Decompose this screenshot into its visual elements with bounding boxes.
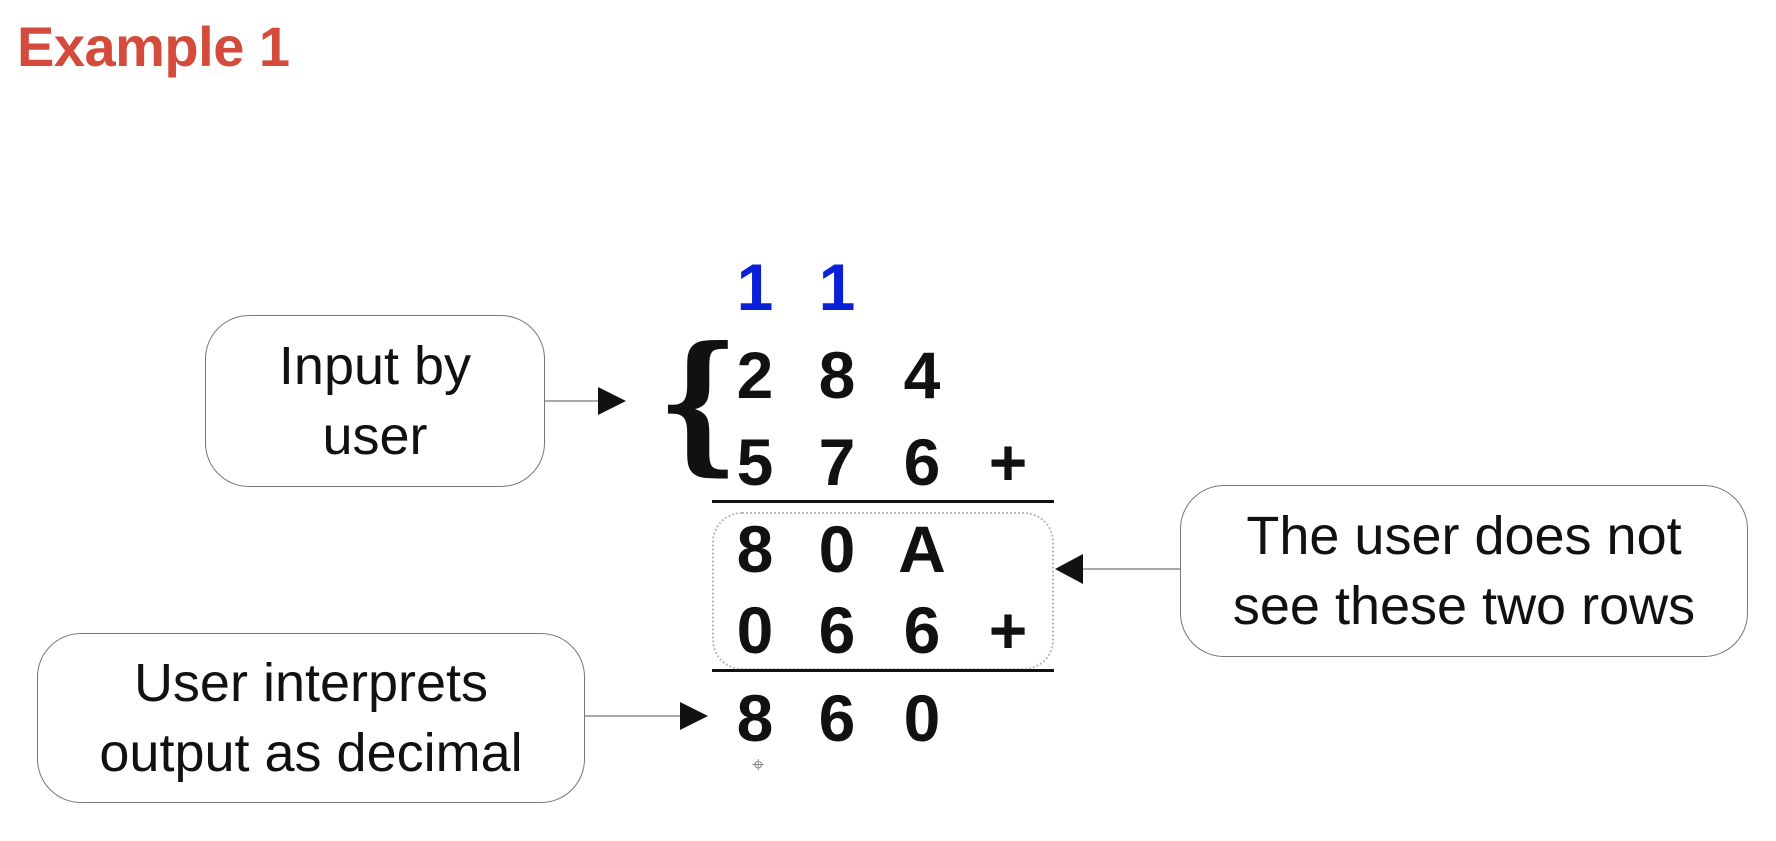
hidden-digit: 6 — [818, 593, 856, 667]
input-arrow-head — [598, 387, 626, 415]
cursor-icon: ⌖ — [752, 752, 765, 777]
hidden-digit: 0 — [736, 593, 774, 667]
output-interpretation-callout: User interprets output as decimal — [37, 633, 585, 803]
slide-title: Example 1 — [17, 15, 290, 78]
input-digit: 7 — [818, 425, 856, 499]
hidden-arrow-head — [1055, 554, 1083, 584]
callout-line: The user does not — [1246, 506, 1682, 566]
hidden-digit: A — [898, 512, 946, 586]
callout-line: output as decimal — [99, 723, 523, 783]
input-digit: 5 — [736, 425, 774, 499]
input-digit: 6 — [903, 425, 941, 499]
input-digit: 8 — [818, 338, 856, 412]
plus-sign: + — [988, 425, 1028, 499]
hidden-digit: 0 — [818, 512, 856, 586]
callout-line: user — [322, 406, 428, 466]
input-digit: 4 — [903, 338, 941, 412]
hidden-digit: 6 — [903, 593, 941, 667]
plus-sign: + — [988, 593, 1028, 667]
carry-digit: 1 — [736, 250, 774, 324]
hidden-digit: 8 — [736, 512, 774, 586]
input-by-user-callout: Input by user — [205, 315, 545, 487]
carry-digit: 1 — [818, 250, 856, 324]
callout-line: Input by — [278, 336, 472, 396]
sum-rule — [712, 669, 1054, 672]
input-brace: { — [657, 314, 740, 490]
callout-line: User interprets — [133, 653, 489, 713]
input-digit: 2 — [736, 338, 774, 412]
result-digit: 6 — [818, 681, 856, 755]
callout-line: see these two rows — [1232, 576, 1696, 636]
result-digit: 8 — [736, 681, 774, 755]
sum-rule — [712, 500, 1054, 503]
hidden-rows-callout: The user does not see these two rows — [1180, 485, 1748, 657]
output-arrow-head — [680, 702, 708, 730]
result-digit: 0 — [903, 681, 941, 755]
